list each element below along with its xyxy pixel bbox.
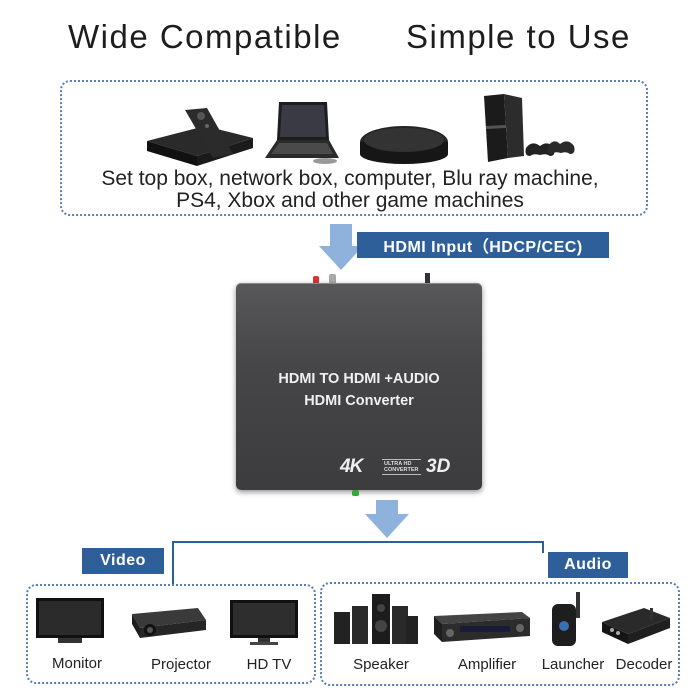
video-tag: Video	[82, 548, 164, 574]
input-arrow-stem	[330, 224, 352, 248]
monitor-icon	[36, 598, 104, 643]
badge-ultra-hd-line-1: ULTRA HD	[384, 461, 412, 467]
hdmi-converter-device: HDMI TO HDMI +AUDIO HDMI Converter 4K UL…	[236, 283, 482, 490]
audio-outputs-panel	[320, 582, 680, 686]
switch-connector	[425, 273, 430, 284]
output-label-projector: Projector	[150, 656, 212, 673]
hd-tv-icon	[230, 600, 298, 645]
badge-4k: 4K	[340, 456, 363, 477]
output-connector-line	[172, 541, 544, 543]
device-title-line-1: HDMI TO HDMI +AUDIO	[278, 371, 440, 387]
green-led	[352, 490, 359, 496]
white-connector	[329, 274, 336, 284]
source-devices-line-1: Set top box, network box, computer, Blu …	[101, 167, 599, 190]
speaker-icon	[334, 594, 418, 644]
hdmi-input-tag: HDMI Input（HDCP/CEC)	[357, 232, 609, 258]
output-label-hd-tv: HD TV	[246, 656, 292, 673]
badge-ultra-hd-line-2: CONVERTER	[384, 467, 419, 473]
output-arrow-head	[365, 514, 409, 538]
output-label-amplifier: Amplifier	[457, 656, 517, 673]
video-outputs-panel	[26, 584, 316, 684]
headline-simple-to-use: Simple to Use	[406, 18, 631, 55]
launcher-icon	[552, 592, 580, 646]
audio-tag: Audio	[548, 552, 628, 578]
badge-3d: 3D	[426, 456, 451, 477]
device-title-line-2: HDMI Converter	[304, 393, 414, 409]
input-arrow-head	[319, 246, 363, 270]
video-branch-line	[172, 541, 174, 585]
set-top-box-icon	[147, 108, 253, 166]
source-devices-line-2: PS4, Xbox and other game machines	[176, 189, 524, 212]
game-console-icon	[484, 94, 575, 162]
source-devices-panel	[60, 80, 648, 216]
output-label-monitor: Monitor	[51, 655, 103, 672]
headline-wide-compatible: Wide Compatible	[68, 18, 342, 55]
projector-icon	[132, 608, 206, 638]
amplifier-icon	[434, 612, 530, 642]
decoder-icon	[602, 608, 670, 644]
network-box-icon	[360, 126, 448, 164]
output-label-launcher: Launcher	[541, 656, 605, 673]
output-label-speaker: Speaker	[353, 656, 409, 673]
output-arrow-stem	[376, 500, 398, 516]
badge-ultra-hd: ULTRA HD CONVERTER	[382, 459, 421, 475]
red-connector	[313, 276, 319, 284]
audio-branch-line	[542, 541, 544, 553]
output-label-decoder: Decoder	[615, 656, 673, 673]
laptop-icon	[265, 102, 339, 164]
